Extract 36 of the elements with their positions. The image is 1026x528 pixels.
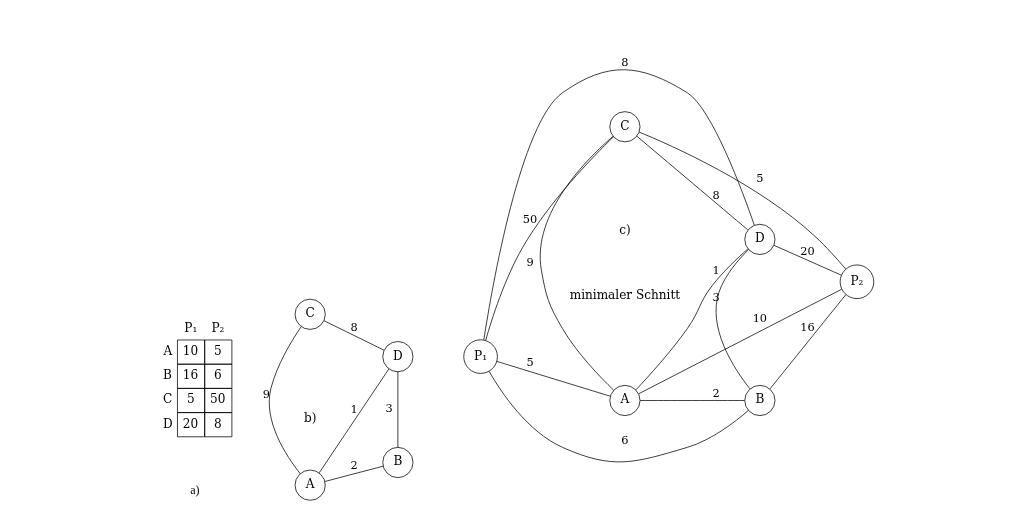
label: a): [190, 483, 200, 498]
label: D: [163, 416, 173, 431]
edge-label: 8: [621, 55, 629, 70]
label: P₂: [211, 320, 225, 335]
edge-label: 3: [385, 401, 393, 416]
edge-label: 1: [350, 401, 358, 416]
label: 10: [182, 343, 199, 358]
edge-label: 10: [752, 310, 768, 325]
label: C: [163, 392, 173, 407]
edge-label: 50: [522, 211, 538, 226]
label: 20: [182, 416, 199, 431]
edge-label: 8: [712, 188, 720, 203]
edge-label: 5: [756, 170, 764, 185]
edge-label: 2: [712, 385, 720, 400]
edge-label: 20: [800, 243, 815, 258]
label: b): [303, 410, 317, 425]
label: c): [619, 222, 631, 237]
label: P₁: [184, 320, 198, 335]
edge-label: 2: [350, 458, 358, 473]
edge-label: 9: [262, 386, 270, 401]
edge-label: 16: [800, 319, 815, 334]
label: B: [163, 368, 172, 383]
edge-label: 1: [712, 263, 720, 278]
edge-label: 6: [621, 432, 629, 447]
edge-label: 3: [712, 290, 720, 305]
edge-label: 8: [350, 319, 358, 334]
label: A: [163, 343, 173, 358]
label: 50: [209, 392, 226, 407]
label: 8: [214, 416, 222, 431]
label: 6: [214, 368, 222, 383]
label: 5: [214, 343, 222, 358]
label: minimaler Schnitt: [569, 288, 681, 303]
edge-label: 5: [526, 355, 534, 370]
edge-label: 9: [526, 255, 534, 270]
label: 5: [186, 392, 195, 407]
label: 16: [182, 368, 199, 383]
